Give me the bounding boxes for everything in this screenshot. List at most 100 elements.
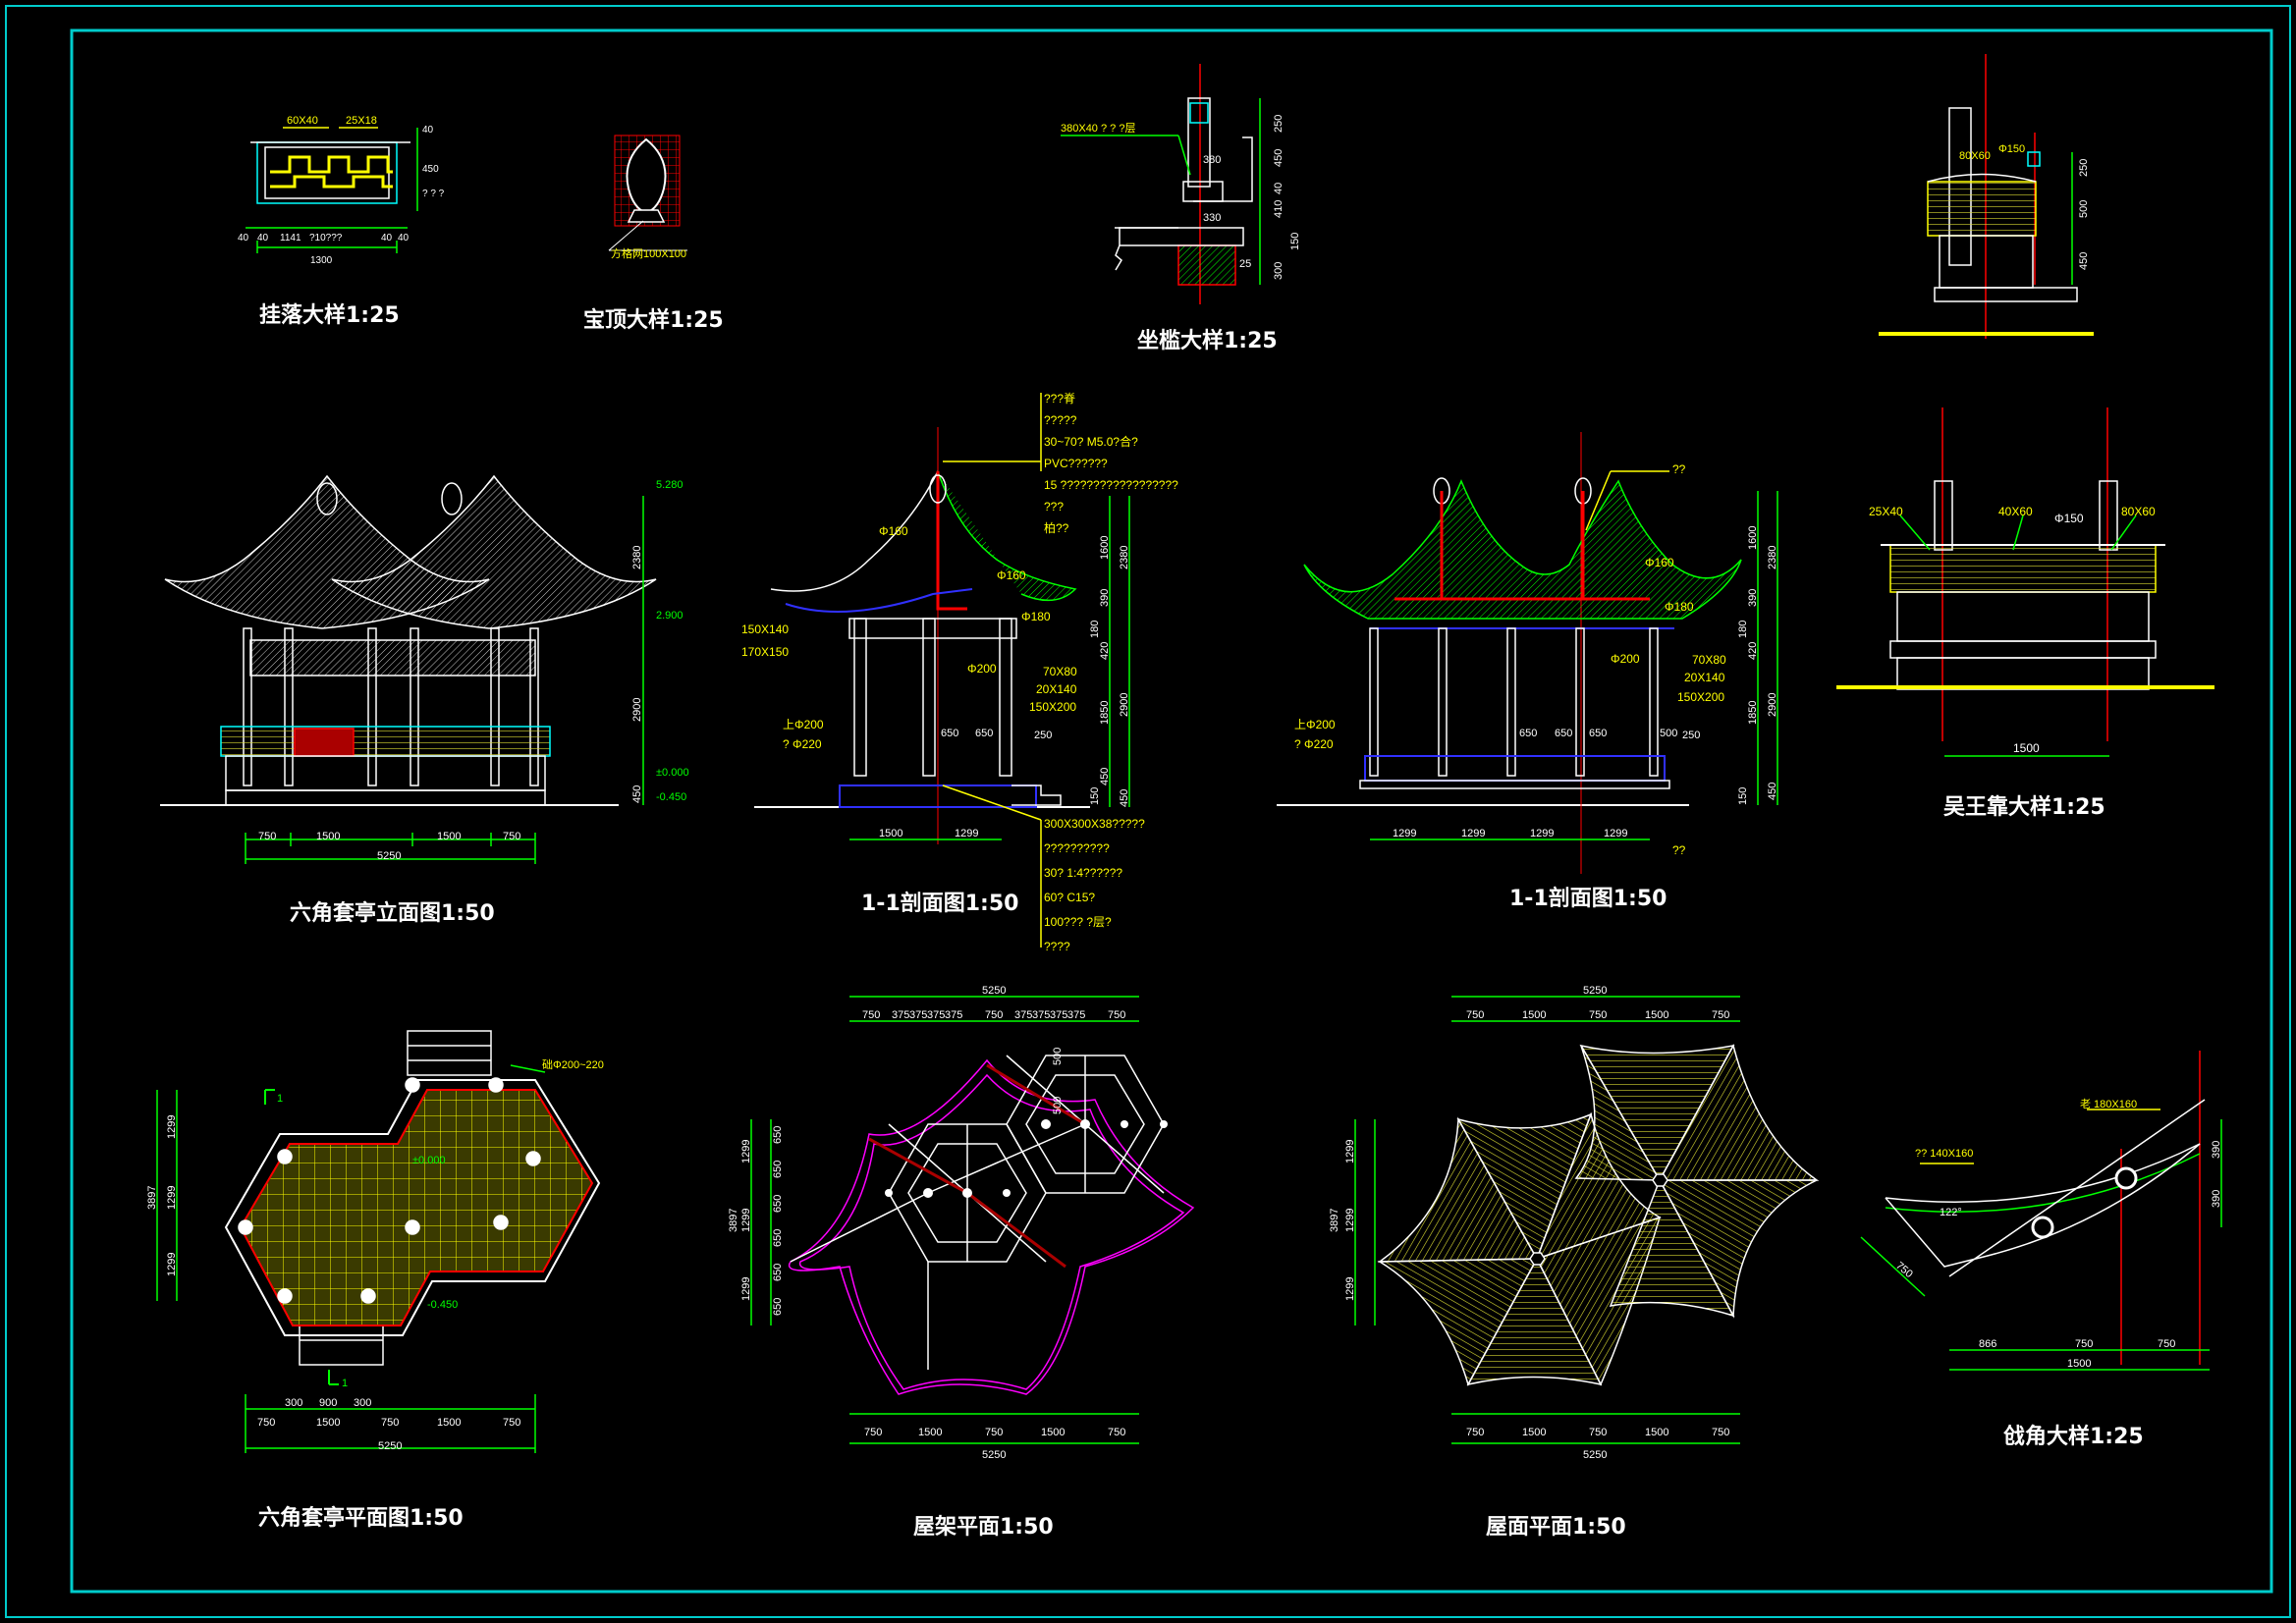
- hanging-dim-b: 25X18: [346, 115, 377, 127]
- plan-b-4: 1500: [437, 1417, 461, 1429]
- rf-left-total: 3897: [728, 1209, 739, 1232]
- secR-right-6: 1850: [1747, 701, 1759, 725]
- secL-ann-5: 15 ??????????????????: [1044, 478, 1178, 492]
- elevation-drawing: [160, 474, 657, 864]
- secL-right-3: 390: [1099, 589, 1111, 607]
- plan-b-5: 750: [503, 1417, 520, 1429]
- title-elevation: 六角套亭立面图1:50: [290, 901, 495, 926]
- eave-bottom-2: 750: [2075, 1338, 2093, 1350]
- rf-top-9: 375: [1050, 1009, 1067, 1021]
- secL-ann-4: PVC??????: [1044, 457, 1108, 470]
- finial-detail: 方格网100X100: [608, 135, 687, 260]
- elev-right-3: 450: [631, 785, 643, 803]
- rp-top-5: 750: [1712, 1009, 1729, 1021]
- rf-top-2: 375: [892, 1009, 909, 1021]
- secR-mem-4: 70X80: [1692, 653, 1726, 667]
- title-plan: 六角套亭平面图1:50: [258, 1506, 464, 1531]
- secL-low-4: 60? C15?: [1044, 891, 1095, 904]
- plan-note-2: ±0.000: [412, 1155, 446, 1166]
- secL-mem-3: Φ180: [1021, 610, 1051, 623]
- plan-a-2: 900: [319, 1397, 337, 1409]
- rf-top-8: 375: [1032, 1009, 1050, 1021]
- rf-left-2: 1299: [740, 1209, 752, 1232]
- rp-bottom-2: 1500: [1522, 1427, 1546, 1438]
- title-section-right: 1-1剖面图1:50: [1509, 887, 1667, 911]
- hanging-right-1: 40: [422, 125, 434, 135]
- rp-left-1: 1299: [1344, 1140, 1356, 1163]
- eave-side: 750: [1893, 1260, 1915, 1280]
- secR-right-4: 180: [1737, 621, 1749, 638]
- wuwang-side-label-1: 80X60: [1959, 150, 1991, 162]
- secL-right-5: 420: [1099, 642, 1111, 660]
- plan-total: 5250: [378, 1440, 402, 1452]
- rf-top-1: 750: [862, 1009, 880, 1021]
- rf-top-10: 375: [1067, 1009, 1085, 1021]
- rf-inner-2: 650: [772, 1161, 784, 1178]
- wuwang-side-detail: [1879, 54, 2094, 339]
- hanging-right-2: 450: [422, 164, 439, 175]
- secL-col-3: 250: [1034, 730, 1052, 741]
- hanging-bottom-2: 40: [257, 233, 269, 243]
- secR-mem-1: Φ160: [1645, 556, 1674, 569]
- eave-bottom-1: 866: [1979, 1338, 1996, 1350]
- plan-b-3: 750: [381, 1417, 399, 1429]
- rf-inner-4: 650: [772, 1229, 784, 1247]
- rp-bottom-4: 1500: [1645, 1427, 1668, 1438]
- secR-right-9: 450: [1767, 783, 1778, 800]
- title-seat-detail: 坐槛大样1:25: [1137, 329, 1278, 353]
- seat-detail: [1061, 64, 1261, 304]
- secL-ann-7: 柏??: [1044, 520, 1069, 535]
- eave-right-1: 390: [2211, 1141, 2222, 1159]
- rp-top-3: 750: [1589, 1009, 1607, 1021]
- secL-right-10: 450: [1119, 789, 1130, 807]
- wuwang-side-right-2: 500: [2078, 200, 2090, 218]
- secL-ann-1: ???脊: [1044, 392, 1075, 406]
- elev-level-2: 2.900: [656, 610, 683, 622]
- finial-note: 方格网100X100: [611, 246, 686, 260]
- wuwang-label-1: 25X40: [1869, 505, 1903, 518]
- hanging-dim-a: 60X40: [287, 115, 318, 127]
- hanging-bottom-1: 40: [238, 233, 249, 243]
- secL-mem-4: Φ200: [967, 662, 997, 676]
- elev-level-3: ±0.000: [656, 767, 689, 779]
- seat-right-6: 300: [1273, 262, 1285, 280]
- rf-bottom-3: 750: [985, 1427, 1003, 1438]
- secL-mem-5: 70X80: [1043, 665, 1077, 678]
- secL-mem-7: 150X200: [1029, 700, 1076, 714]
- rf-top-5: 375: [945, 1009, 962, 1021]
- wuwang-side-right-1: 250: [2078, 159, 2090, 177]
- secL-mem-8: 150X140: [741, 622, 789, 636]
- hanging-bottom-6: 40: [398, 233, 410, 243]
- rp-top-total: 5250: [1583, 985, 1607, 997]
- plan-drawing: [156, 1030, 601, 1453]
- secR-mem-6: 150X200: [1677, 690, 1724, 704]
- plan-a-3: 300: [354, 1397, 371, 1409]
- rp-bottom-3: 750: [1589, 1427, 1607, 1438]
- secR-col-3: 650: [1589, 728, 1607, 739]
- title-wuwang: 吴王靠大样1:25: [1943, 795, 2105, 820]
- rf-left-3: 1299: [740, 1277, 752, 1301]
- plan-note-1: 础Φ200~220: [542, 1058, 604, 1071]
- secL-right-4: 180: [1089, 621, 1101, 638]
- secL-mem-9: 170X150: [741, 645, 789, 659]
- title-roof-frame: 屋架平面1:50: [913, 1515, 1054, 1540]
- rf-top-4: 375: [927, 1009, 945, 1021]
- seat-right-5: 150: [1289, 233, 1301, 250]
- secL-ann-6: ???: [1044, 500, 1064, 514]
- hanging-bottom-3: 1141: [280, 233, 301, 243]
- rf-top-7: 375: [1014, 1009, 1032, 1021]
- secR-right-7: 2900: [1767, 693, 1778, 717]
- rp-top-2: 1500: [1522, 1009, 1546, 1021]
- rf-inner-6: 650: [772, 1298, 784, 1316]
- eave-label-1: ?? 140X160: [1915, 1148, 1973, 1160]
- seat-bottom: 25: [1239, 258, 1251, 270]
- rf-bottom-2: 1500: [918, 1427, 942, 1438]
- secR-bottom-3: 1299: [1530, 828, 1554, 839]
- rp-left-3: 1299: [1344, 1277, 1356, 1301]
- secL-right-8: 150: [1089, 787, 1101, 805]
- rf-bottom-5: 750: [1108, 1427, 1125, 1438]
- title-finial-detail: 宝顶大样1:25: [583, 308, 724, 333]
- elev-level-1: 5.280: [656, 479, 683, 491]
- secR-mem-2: Φ180: [1665, 600, 1694, 614]
